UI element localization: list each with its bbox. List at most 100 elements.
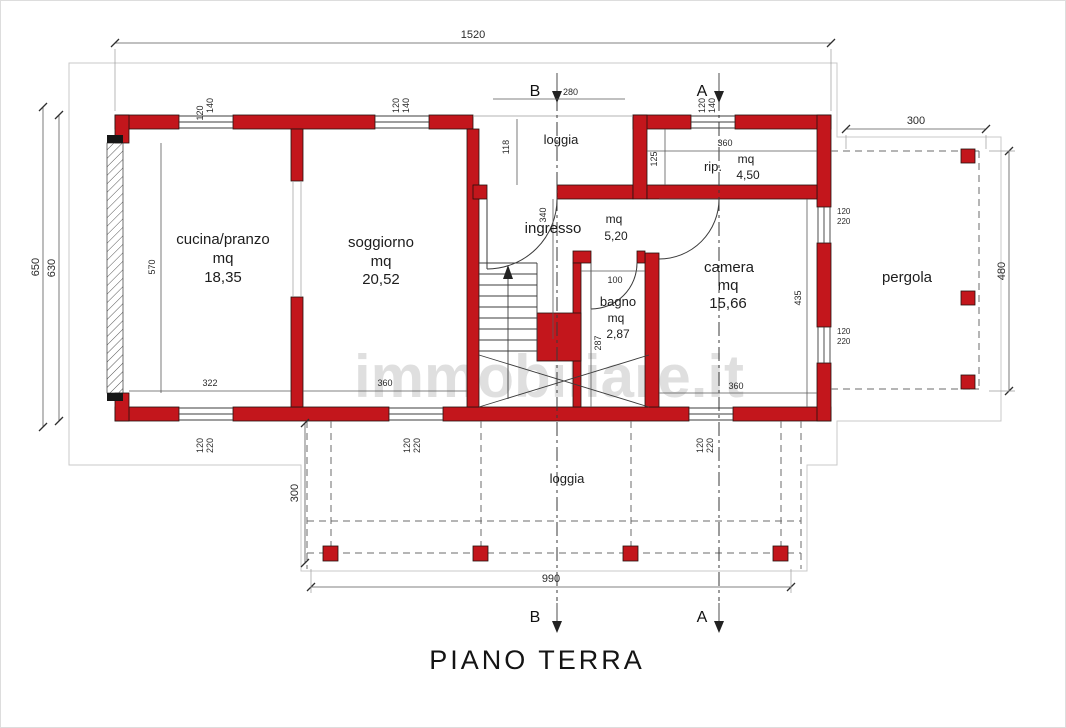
dim-cucina-depth: 570 [147, 259, 157, 274]
stair-break-lines [478, 354, 650, 408]
dim-right-window-w: 120 [837, 207, 851, 216]
pergola-post [960, 374, 976, 390]
room-unit-ingresso: mq [606, 212, 623, 226]
section-label-a-bottom: A [697, 609, 708, 626]
section-stubs [556, 73, 720, 621]
dim-window-h: 140 [707, 98, 717, 113]
stair-direction-arrowhead [503, 265, 513, 279]
wall-segment [734, 114, 832, 130]
dim-soggiorno-width: 360 [377, 378, 392, 388]
room-label-bagno: bagno [600, 294, 636, 309]
dim-camera-depth: 435 [793, 290, 803, 305]
dim-left-outer: 650 [30, 258, 42, 276]
wall-segment [816, 114, 832, 208]
wall-segment [556, 184, 634, 200]
glazing-cap [107, 393, 123, 401]
pergola-structure [831, 148, 980, 390]
dim-loggia-top-width: 280 [563, 87, 578, 97]
room-label-cucina: cucina/pranzo [176, 231, 269, 248]
dim-loggia-top-depth: 118 [501, 140, 511, 154]
section-label-b-top: B [530, 83, 541, 100]
dim-rip-depth: 125 [649, 151, 659, 166]
room-unit-rip: mq [738, 152, 755, 166]
dim-pergola-depth: 480 [996, 262, 1008, 280]
stair-core [536, 312, 582, 362]
wall-segment [646, 184, 818, 200]
loggia-post [322, 545, 339, 562]
loggia-post [622, 545, 639, 562]
room-area-bagno: 2,87 [606, 327, 630, 341]
room-label-pergola: pergola [882, 269, 933, 286]
section-arrow-a-bottom [714, 621, 724, 633]
wall-segment [632, 114, 648, 200]
room-label-ingresso: ingresso [525, 220, 582, 237]
section-label-b-bottom: B [530, 609, 541, 626]
dim-right-window-w: 120 [837, 327, 851, 336]
doors [486, 198, 720, 310]
stairs [478, 262, 650, 408]
loggia-post [772, 545, 789, 562]
dim-cucina-width: 322 [202, 378, 217, 388]
wall-segment [816, 362, 832, 422]
wall-segment [472, 184, 488, 200]
glazing-hatch [106, 142, 124, 394]
windows [179, 115, 831, 421]
pergola-post [960, 148, 976, 164]
window-lines-top [179, 115, 735, 129]
dim-window-w: 120 [391, 98, 401, 113]
room-area-rip: 4,50 [736, 168, 760, 182]
section-label-a-top: A [697, 83, 708, 100]
dim-door-w: 120 [402, 438, 412, 453]
dim-window-w: 120 [697, 98, 707, 113]
wall-segment [290, 296, 304, 408]
wall-segment [428, 114, 474, 130]
wall-segment [232, 406, 390, 422]
dimension-labels: 1520 650 630 300 480 300 990 280 118 340… [30, 29, 1008, 585]
room-area-ingresso: 5,20 [604, 229, 628, 243]
dim-window-h: 140 [205, 98, 215, 113]
camera-door [658, 198, 720, 260]
wall-segment [816, 242, 832, 328]
section-lines: B A B A [530, 73, 724, 633]
dim-camera-width: 360 [728, 381, 743, 391]
opening-jambs [292, 181, 302, 297]
room-label-camera: camera [704, 259, 755, 276]
dimension-lines [38, 38, 1015, 593]
room-labels: cucina/pranzo mq 18,35 soggiorno mq 20,5… [176, 132, 932, 486]
dim-door-w: 120 [695, 438, 705, 453]
main-dim-lines [42, 42, 1010, 588]
dim-door-h: 220 [705, 438, 715, 453]
dim-window-h: 140 [401, 98, 411, 113]
wall-segment [572, 250, 592, 264]
wall-segment [442, 406, 690, 422]
dim-left-inner: 630 [46, 259, 58, 277]
room-area-soggiorno: 20,52 [362, 271, 400, 288]
dim-loggia-bottom-width: 990 [542, 573, 560, 585]
wall-segment [732, 406, 832, 422]
dim-door-w: 120 [195, 438, 205, 453]
room-label-loggia-top: loggia [544, 132, 579, 147]
dim-right-window-h: 220 [837, 217, 851, 226]
dim-extension-lines [114, 49, 1015, 593]
entrance-door [486, 198, 558, 270]
room-unit-camera: mq [718, 277, 739, 294]
dim-rip-width: 360 [717, 138, 732, 148]
lot-boundary [68, 62, 1002, 572]
dim-hall-depth: 340 [538, 207, 548, 222]
wall-segment [232, 114, 376, 130]
pergola-outline [831, 150, 980, 390]
pergola-post [960, 290, 976, 306]
wall-segment [466, 128, 480, 408]
room-area-camera: 15,66 [709, 295, 747, 312]
room-unit-bagno: mq [608, 311, 625, 325]
loggia-bottom-structure [306, 421, 802, 569]
dim-right-window-h: 220 [837, 337, 851, 346]
loggia-outline [306, 421, 802, 569]
dim-total-width: 1520 [461, 29, 485, 41]
window-lines-right [817, 207, 831, 363]
wall-segment [636, 250, 646, 264]
interior-dim-lines [129, 98, 817, 407]
loggia-post [472, 545, 489, 562]
